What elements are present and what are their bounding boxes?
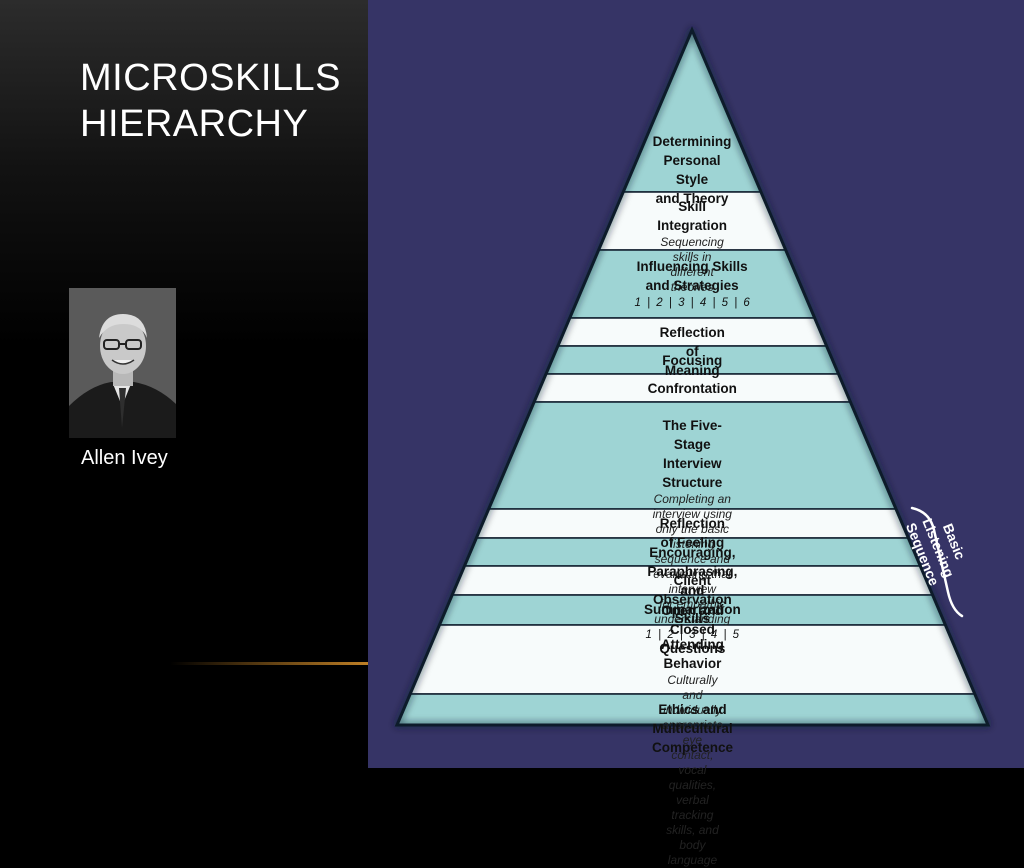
tier-title: Skill Integration — [657, 198, 727, 233]
tier-label: Focusing — [662, 351, 722, 370]
tier-title: Reflection of Feeling — [659, 516, 725, 550]
tier-label: Open and Closed Questions — [659, 601, 725, 658]
tier-label: Influencing Skills and Strategies 1 | 2 |… — [635, 257, 750, 311]
microskills-pyramid — [394, 26, 991, 727]
tier-title: Attending Behavior — [660, 637, 724, 671]
tier-description: Sequencing skills in different theories — [660, 234, 724, 294]
slide-title: MICROSKILLS HIERARCHY — [80, 55, 360, 147]
tier-label: Reflection of Meaning — [660, 323, 725, 380]
left-panel: MICROSKILLS HIERARCHY Allen Ivey — [0, 0, 368, 768]
tier-title: Encouraging, Paraphrasing, and Summariza… — [643, 544, 741, 617]
photo-caption: Allen Ivey — [81, 447, 168, 469]
tier-title: Ethics and Multicultural Competence — [651, 702, 733, 755]
tier-title: Open and Closed Questions — [659, 602, 726, 656]
tier-label: Encouraging, Paraphrasing, and Summariza… — [644, 543, 741, 619]
accent-line — [170, 662, 368, 665]
title-line-2: HIERARCHY — [80, 103, 309, 145]
portrait-photo — [69, 288, 176, 438]
tier-description: Completing an interview using only the b… — [652, 491, 732, 626]
tier-title: Influencing Skills and Strategies — [636, 259, 748, 293]
basic-listening-bracket — [910, 506, 964, 618]
tier-title: Confrontation — [647, 380, 737, 396]
tier-title: Focusing — [662, 352, 723, 368]
tier-stage-numbers: 1 | 2 | 3 | 4 | 5 | 6 — [634, 297, 750, 309]
tier-title: The Five-Stage Interview Structure — [662, 417, 723, 490]
tier-title: Reflection of Meaning — [659, 324, 725, 378]
tier-label: Ethics and Multicultural Competence — [652, 700, 733, 757]
tier-title: Determining Personal Style and Theory — [652, 134, 732, 206]
tier-stage-numbers: 1 | 2 | 3 | 4 | 5 — [645, 628, 740, 641]
tier-label: Client Observation Skills — [653, 571, 732, 628]
title-line-1: MICROSKILLS — [80, 57, 342, 99]
tier-label: Confrontation — [648, 379, 737, 398]
portrait-illustration — [69, 288, 176, 438]
tier-label: Determining Personal Style and Theory — [653, 132, 732, 208]
tier-label: Reflection of Feeling — [660, 514, 725, 552]
tier-title: Client Observation Skills — [653, 573, 732, 626]
pyramid-outline — [394, 26, 991, 727]
